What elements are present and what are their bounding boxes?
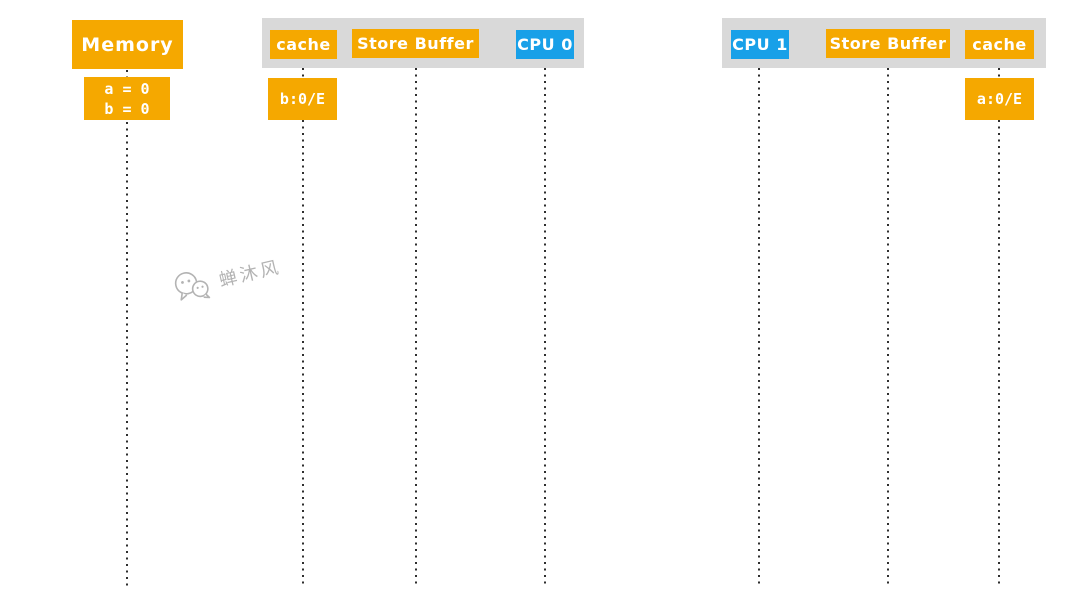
watermark: 蝉沐风	[169, 248, 284, 308]
lifeline-cpu-0	[544, 68, 546, 586]
cache-1-value: a:0/E	[976, 90, 1023, 108]
memory-label: Memory	[81, 33, 174, 56]
store-buffer-0-label: Store Buffer	[357, 34, 474, 53]
store-buffer-1-header: Store Buffer	[826, 29, 950, 58]
cache-1-label: cache	[972, 35, 1027, 54]
cache-0-value: b:0/E	[279, 90, 326, 108]
lifeline-cache-0	[302, 68, 304, 586]
cache-1-value-box: a:0/E	[965, 78, 1034, 120]
lifeline-store-buffer-0	[415, 68, 417, 586]
cache-0-header: cache	[270, 30, 337, 59]
store-buffer-1-label: Store Buffer	[829, 34, 947, 53]
memory-header: Memory	[72, 20, 183, 69]
memory-value-a: a = 0	[104, 79, 150, 98]
watermark-text: 蝉沐风	[217, 256, 284, 292]
wechat-icon	[169, 264, 216, 308]
store-buffer-0-header: Store Buffer	[352, 29, 479, 58]
lifeline-cpu-1	[758, 68, 760, 586]
cache-1-header: cache	[965, 30, 1034, 59]
cache-0-label: cache	[276, 35, 331, 54]
memory-value-b: b = 0	[104, 99, 150, 118]
lifeline-cache-1	[998, 68, 1000, 586]
cpu-0-header: CPU 0	[516, 30, 574, 59]
memory-values-box: a = 0 b = 0	[84, 77, 170, 120]
lifeline-store-buffer-1	[887, 68, 889, 586]
cpu-1-header: CPU 1	[731, 30, 789, 59]
cpu-0-label: CPU 0	[517, 35, 573, 54]
cache-0-value-box: b:0/E	[268, 78, 337, 120]
cpu-1-label: CPU 1	[732, 35, 788, 54]
lifeline-memory	[126, 70, 128, 590]
